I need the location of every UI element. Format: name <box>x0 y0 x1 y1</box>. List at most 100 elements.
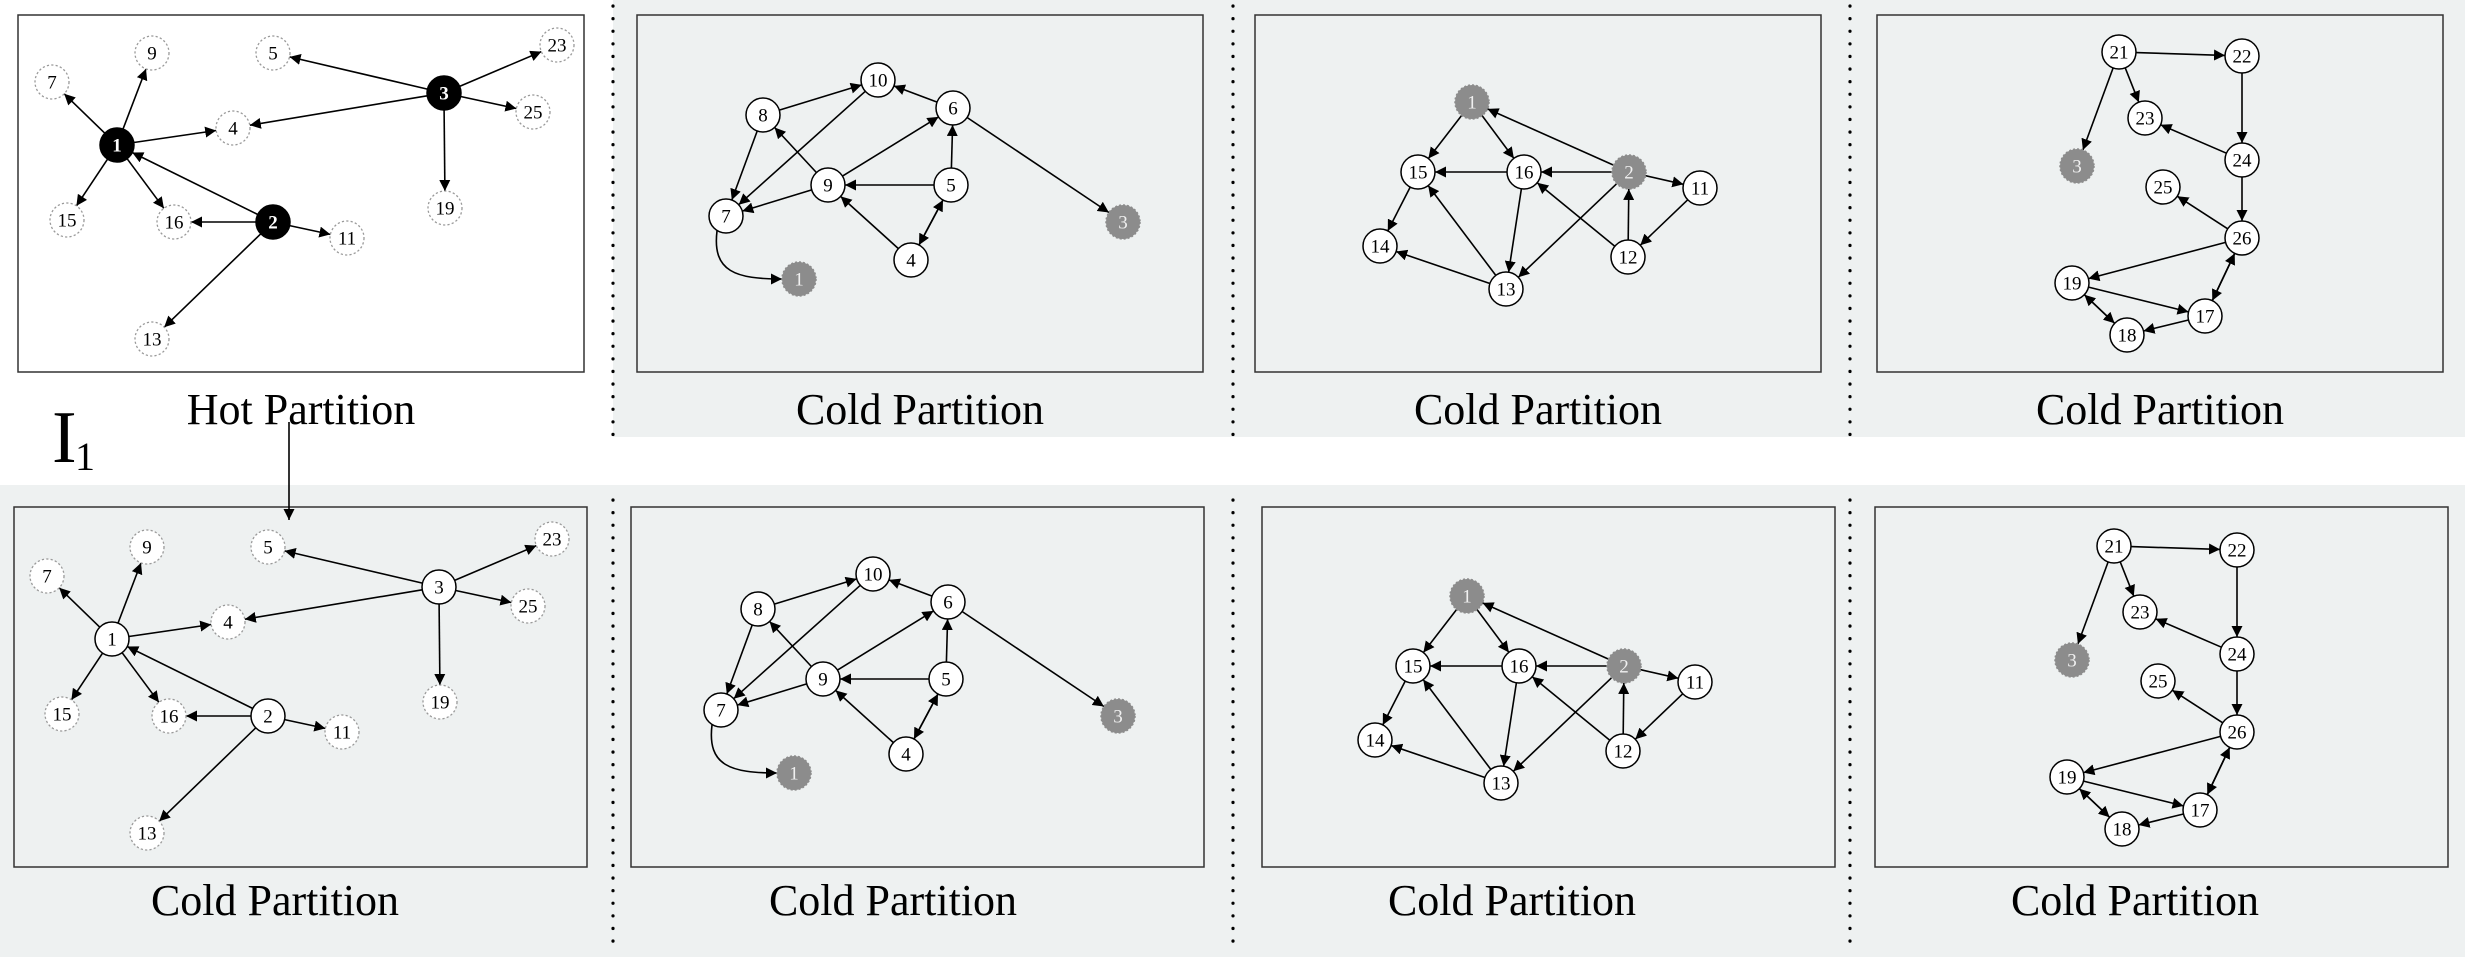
node-9: 9 <box>134 35 170 71</box>
node-5: 5 <box>255 35 291 71</box>
node-14: 14 <box>1362 228 1398 264</box>
node-3: 3 <box>421 569 457 605</box>
node-circle <box>930 584 966 620</box>
node-12: 12 <box>1605 733 1641 769</box>
node-circle <box>534 521 570 557</box>
edge-3-4 <box>249 95 428 129</box>
node-17: 17 <box>2187 298 2223 334</box>
edge-1-16 <box>1476 609 1510 653</box>
node-19: 19 <box>422 684 458 720</box>
node-label: 4 <box>223 613 233 634</box>
edge-1-9 <box>117 562 143 624</box>
node-circle <box>781 261 817 297</box>
node-circle <box>29 558 65 594</box>
node-11: 11 <box>1682 170 1718 206</box>
node-label: 12 <box>1619 248 1638 269</box>
node-8: 8 <box>740 591 776 627</box>
edge-1-15 <box>70 652 104 701</box>
edge-3-4 <box>244 589 423 623</box>
node-circle <box>1488 271 1524 307</box>
edge-1-7 <box>58 587 101 628</box>
node-8: 8 <box>745 97 781 133</box>
edge-17-26 <box>2211 253 2236 301</box>
edge-16-13 <box>1499 682 1518 767</box>
node-1: 1 <box>99 127 135 163</box>
edge-3-23 <box>459 50 542 88</box>
node-label: 1 <box>794 270 804 291</box>
node-label: 19 <box>431 693 450 714</box>
edge-9-8 <box>774 126 817 174</box>
edge-1-16 <box>1481 115 1515 159</box>
node-label: 7 <box>716 701 726 722</box>
iteration-label: I <box>52 397 77 479</box>
node-label: 10 <box>864 565 883 586</box>
node-10: 10 <box>860 62 896 98</box>
edge-19-17 <box>2083 780 2184 809</box>
edge-5-6 <box>946 124 958 169</box>
node-circle <box>94 621 130 657</box>
node-circle <box>151 698 187 734</box>
node-23: 23 <box>2127 100 2163 136</box>
node-label: 5 <box>946 176 956 197</box>
edge-24-23 <box>2160 124 2227 154</box>
node-circle <box>99 127 135 163</box>
edge-12-2 <box>1618 682 1630 735</box>
node-circle <box>2127 100 2163 136</box>
edge-12-2 <box>1623 188 1635 241</box>
node-7: 7 <box>29 558 65 594</box>
node-circle <box>156 204 192 240</box>
edge-1-15 <box>75 158 109 207</box>
caption-cold-bottom-0: Cold Partition <box>151 876 399 925</box>
node-circle <box>2219 532 2255 568</box>
node-7: 7 <box>34 64 70 100</box>
node-24: 24 <box>2219 636 2255 672</box>
node-label: 19 <box>2058 768 2077 789</box>
node-label: 26 <box>2233 229 2252 250</box>
node-circle <box>810 167 846 203</box>
node-circle <box>2104 811 2140 847</box>
edge-12-16 <box>1531 676 1611 741</box>
node-label: 1 <box>1467 93 1477 114</box>
edge-3-25 <box>460 95 517 112</box>
node-circle <box>426 75 462 111</box>
node-label: 5 <box>268 44 278 65</box>
node-circle <box>2049 759 2085 795</box>
node-label: 2 <box>1619 657 1629 678</box>
node-circle <box>1677 664 1713 700</box>
node-label: 10 <box>869 71 888 92</box>
node-label: 25 <box>524 103 543 124</box>
edge-10-7 <box>738 90 866 206</box>
panel-cold-bottom-0-frame <box>13 506 588 868</box>
edge-6-10 <box>893 84 938 103</box>
node-label: 25 <box>519 597 538 618</box>
node-label: 9 <box>823 176 833 197</box>
node-25: 25 <box>510 588 546 624</box>
node-circle <box>129 815 165 851</box>
edge-2-1 <box>126 645 254 710</box>
node-circle <box>427 190 463 226</box>
node-label: 25 <box>2154 178 2173 199</box>
node-circle <box>888 736 924 772</box>
node-circle <box>860 62 896 98</box>
node-label: 9 <box>818 670 828 691</box>
node-label: 15 <box>58 211 77 232</box>
node-label: 4 <box>906 251 916 272</box>
iteration-subscript: 1 <box>75 434 95 479</box>
edge-17-26 <box>2206 747 2231 795</box>
edge-16-13 <box>1504 188 1523 273</box>
node-18: 18 <box>2104 811 2140 847</box>
node-label: 24 <box>2233 151 2253 172</box>
panel-cold-bottom-1-frame <box>630 506 1205 868</box>
node-circle <box>893 242 929 278</box>
edge-8-7 <box>730 130 758 201</box>
node-circle <box>539 27 575 63</box>
node-label: 22 <box>2228 541 2247 562</box>
edge-1-7 <box>63 93 106 134</box>
edge-11-12 <box>1639 199 1689 246</box>
node-circle <box>2219 714 2255 750</box>
